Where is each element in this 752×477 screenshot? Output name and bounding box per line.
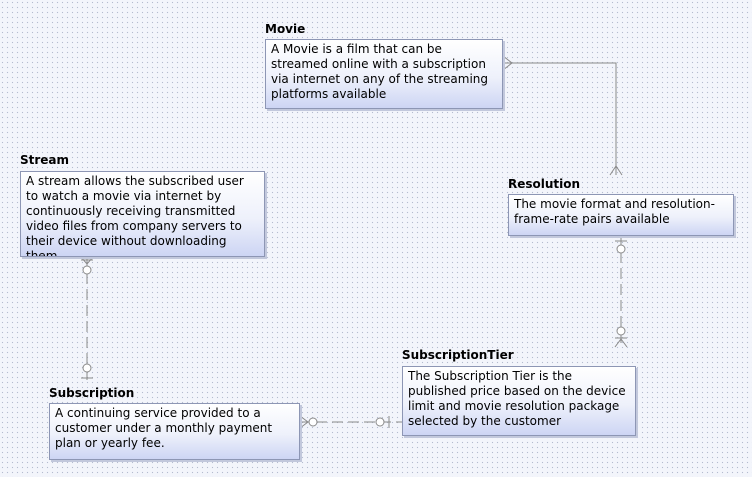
relationship-resolution-subscriptiontier[interactable]	[614, 236, 628, 348]
entity-title-subscriptiontier: SubscriptionTier	[402, 348, 514, 362]
entity-stream[interactable]: A stream allows the subscribed user to w…	[20, 171, 265, 257]
entity-movie[interactable]: A Movie is a film that can be streamed o…	[265, 39, 503, 109]
relationship-movie-resolution[interactable]	[502, 55, 623, 176]
entity-subscription[interactable]: A continuing service provided to a custo…	[49, 403, 300, 460]
relationship-stream-subscription[interactable]	[80, 256, 94, 384]
crows-foot-movie-end	[502, 55, 513, 71]
entity-title-subscription: Subscription	[49, 386, 135, 400]
entity-title-movie: Movie	[265, 22, 306, 36]
entity-description-subscriptiontier: The Subscription Tier is the published p…	[408, 369, 626, 428]
entity-title-stream: Stream	[20, 153, 70, 167]
entity-description-subscription: A continuing service provided to a custo…	[55, 406, 273, 450]
entity-subscriptiontier[interactable]: The Subscription Tier is the published p…	[402, 366, 636, 436]
entity-description-resolution: The movie format and resolution-frame-ra…	[514, 197, 715, 226]
entity-description-stream: A stream allows the subscribed user to w…	[26, 174, 244, 257]
entity-title-resolution: Resolution	[508, 177, 581, 191]
relationship-subscription-subscriptiontier[interactable]	[299, 415, 402, 429]
entity-description-movie: A Movie is a film that can be streamed o…	[271, 42, 488, 101]
crows-foot-resolution-end	[609, 165, 623, 176]
entity-resolution[interactable]: The movie format and resolution-frame-ra…	[508, 194, 734, 236]
